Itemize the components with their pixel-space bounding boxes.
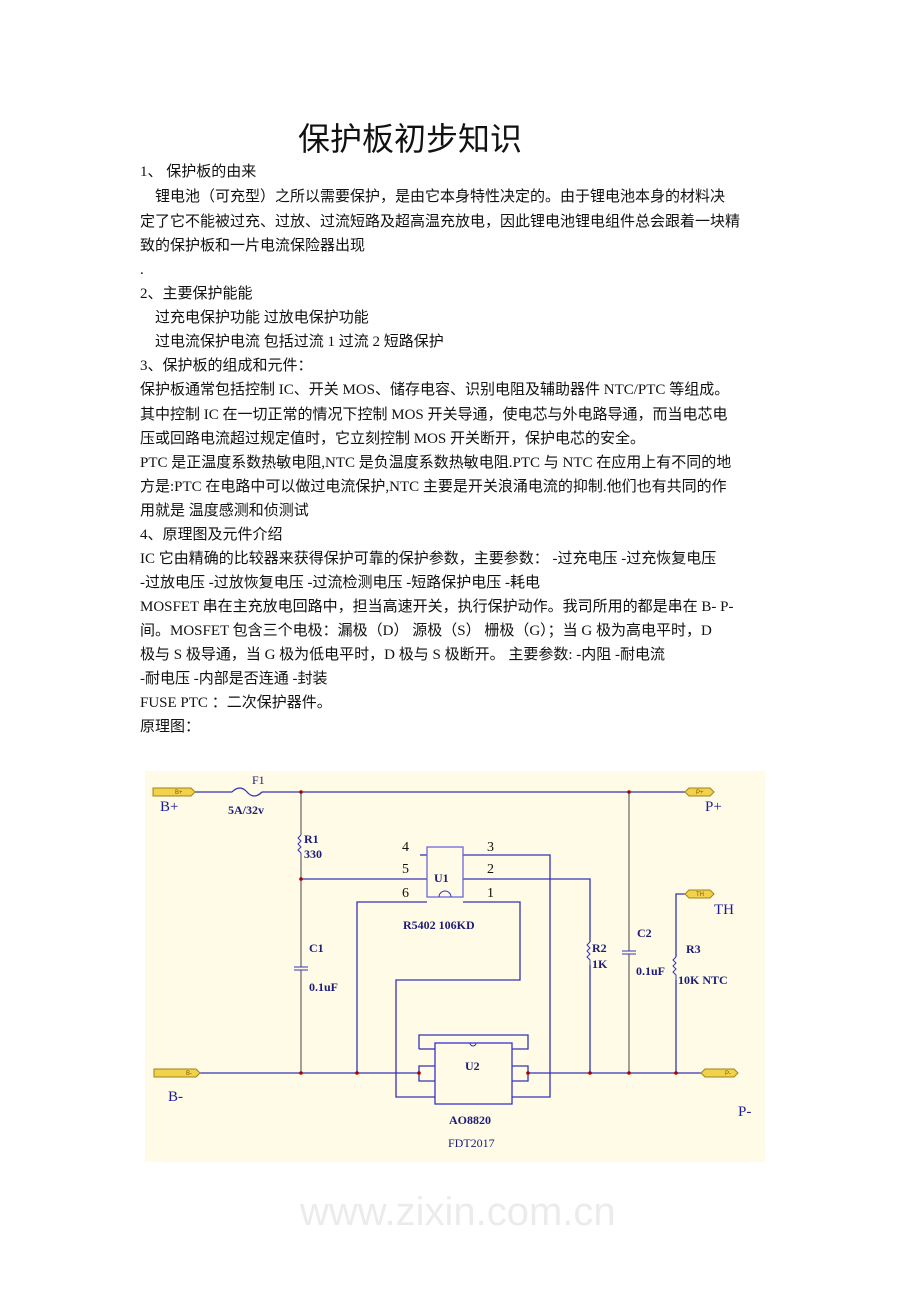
text-line: IC 它由精确的比较器来获得保护可靠的保护参数，主要参数： -过充电压 -过充恢… <box>140 551 717 567</box>
pin-1: 1 <box>487 886 494 901</box>
pin-2: 2 <box>487 862 494 877</box>
terminal-connectors <box>152 787 739 1078</box>
page-title: 保护板初步知识 <box>297 121 522 157</box>
text-line: 4、原理图及元件介绍 <box>140 527 283 543</box>
value-c1: 0.1uF <box>309 980 338 994</box>
resistor-r2 <box>586 941 591 965</box>
text-line: 过充电保护功能 过放电保护功能 <box>140 310 369 326</box>
mosfet-u2 <box>434 1042 513 1105</box>
text-line: FUSE PTC ：二次保护器件。 <box>140 695 332 711</box>
label-th: TH <box>714 902 734 918</box>
text-line: 2、主要保护能能 <box>140 286 253 302</box>
text-line: 原理图： <box>140 719 201 735</box>
label-r1: R1 <box>304 832 319 846</box>
part-u2-alt: FDT2017 <box>448 1136 495 1150</box>
capacitor-c1 <box>294 966 308 971</box>
terminal-bplus <box>152 787 196 797</box>
junction-dots <box>299 790 678 1075</box>
capacitor-c2 <box>622 950 636 955</box>
watermark: www.zixin.com.cn <box>300 1190 616 1234</box>
text-line: -过放电压 -过放恢复电压 -过流检测电压 -短路保护电压 -耗电 <box>140 575 540 591</box>
tag-pminus: P- <box>725 1071 731 1077</box>
text-line: -耐电压 -内部是否连通 -封装 <box>140 671 328 687</box>
value-r3: 10K NTC <box>678 973 728 987</box>
label-r2: R2 <box>592 941 607 955</box>
label-bminus: B- <box>168 1089 183 1105</box>
value-f1: 5A/32v <box>228 803 264 817</box>
tag-bplus: B+ <box>175 790 183 796</box>
text-line: MOSFET 串在主充放电回路中，担当高速开关，执行保护动作。我司所用的都是串在… <box>140 599 734 615</box>
text-line: 间。MOSFET 包含三个电极：漏极（D） 源极（S） 栅极（G）；当 G 极为… <box>140 623 712 639</box>
text-line: 定了它不能被过充、过放、过流短路及超高温充放电，因此锂电池锂电组件总会跟着一块精 <box>140 214 741 230</box>
label-c2: C2 <box>637 926 652 940</box>
pin-6: 6 <box>402 886 409 901</box>
text-line: . <box>140 262 144 278</box>
wires <box>195 791 701 1098</box>
tag-bminus: B- <box>186 1071 192 1077</box>
label-f1: F1 <box>252 773 265 787</box>
text-line: 极与 S 极导通，当 G 极为低电平时，D 极与 S 极断开。 主要参数: -内… <box>140 647 666 663</box>
terminal-pplus <box>684 787 715 797</box>
label-pminus: P- <box>738 1104 751 1120</box>
text-line: 锂电池（可充型）之所以需要保护，是由它本身特性决定的。由于锂电池本身的材料决 <box>140 189 726 205</box>
text-line: 用就是 温度感测和侦测试 <box>140 503 309 519</box>
terminal-bminus <box>153 1068 201 1078</box>
u1-notch <box>438 890 452 898</box>
tag-th: TH <box>696 892 704 898</box>
text-line: 保护板通常包括控制 IC、开关 MOS、储存电容、识别电阻及辅助器件 NTC/P… <box>140 382 730 398</box>
label-r3: R3 <box>686 942 701 956</box>
value-r1: 330 <box>304 847 322 861</box>
resistor-r3-ntc <box>672 956 677 980</box>
part-u2: AO8820 <box>449 1113 491 1127</box>
terminal-pminus <box>700 1068 739 1078</box>
u2-notch <box>469 1042 477 1047</box>
ic-u1 <box>426 846 464 898</box>
label-bplus: B+ <box>160 799 178 815</box>
label-u2: U2 <box>465 1059 480 1073</box>
terminal-th <box>684 889 715 899</box>
value-c2: 0.1uF <box>636 964 665 978</box>
text-line: 压或回路电流超过规定值时，它立刻控制 MOS 开关断开，保护电芯的安全。 <box>140 431 646 447</box>
schematic-background <box>145 771 765 1162</box>
label-pplus: P+ <box>705 799 722 815</box>
pin-4: 4 <box>402 840 409 855</box>
text-line: 致的保护板和一片电流保险器出现 <box>140 238 366 254</box>
part-u1: R5402 106KD <box>403 918 475 932</box>
pin-5: 5 <box>402 862 409 877</box>
text-line: 3、保护板的组成和元件： <box>140 358 313 374</box>
tag-pplus: P+ <box>696 790 704 796</box>
text-line: 其中控制 IC 在一切正常的情况下控制 MOS 开关导通，使电芯与外电路导通，而… <box>140 407 728 423</box>
value-r2: 1K <box>592 957 608 971</box>
label-c1: C1 <box>309 941 324 955</box>
label-u1: U1 <box>434 871 449 885</box>
pin-3: 3 <box>487 840 494 855</box>
text-line: 方是:PTC 在电路中可以做过电流保护,NTC 主要是开关浪涌电流的抑制.他们也… <box>140 479 727 495</box>
text-line: PTC 是正温度系数热敏电阻,NTC 是负温度系数热敏电阻.PTC 与 NTC … <box>140 455 732 471</box>
resistor-r1 <box>297 834 302 855</box>
text-line: 1、 保护板的由来 <box>140 164 257 180</box>
text-line: 过电流保护电流 包括过流 1 过流 2 短路保护 <box>140 334 444 350</box>
fuse-f1 <box>231 787 263 797</box>
